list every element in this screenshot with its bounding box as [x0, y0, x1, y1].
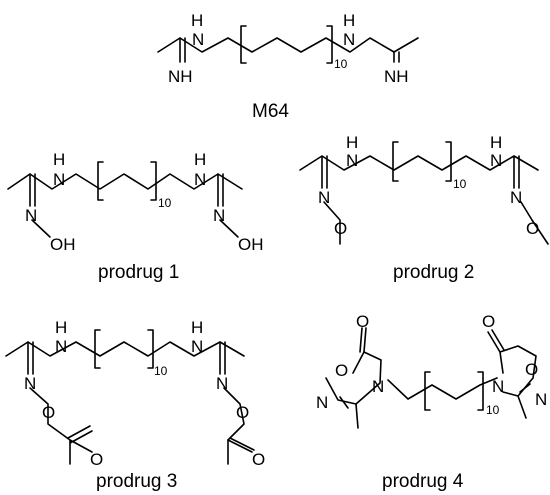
p1-oxime-n-left: N — [25, 206, 37, 225]
structure-prodrug-4: O O N N O O N N 10 prodrug 4 — [316, 312, 547, 492]
m64-nh-right-h: H — [343, 11, 355, 30]
p1-hydroxyl-left: OH — [50, 235, 76, 254]
m64-imine-right: NH — [384, 67, 409, 86]
label-prodrug-3: prodrug 3 — [96, 471, 177, 492]
p4-carbonyl-o-left: O — [356, 312, 369, 331]
m64-nh-left-h: H — [191, 11, 203, 30]
p4-ring-o-left: O — [335, 361, 348, 380]
label-m64: M64 — [252, 101, 289, 122]
p1-nh-left-h: H — [53, 150, 65, 169]
p3-oxime-n-left: N — [24, 374, 36, 393]
p4-ring-n4-left: N — [372, 377, 384, 396]
p1-repeat-count: 10 — [158, 196, 172, 210]
p1-oxime-n-right: N — [213, 206, 225, 225]
structure-m64: H N H N NH NH 10 M64 — [157, 11, 419, 122]
label-prodrug-2: prodrug 2 — [393, 262, 474, 283]
p3-carbonyl-o-left: O — [90, 450, 103, 469]
label-prodrug-1: prodrug 1 — [98, 262, 179, 283]
p2-nh-right-n: N — [490, 151, 502, 170]
m64-repeat-count: 10 — [334, 57, 348, 71]
p2-nh-right-h: H — [490, 133, 502, 152]
p3-repeat-count: 10 — [154, 364, 168, 378]
p3-carbonyl-o-right: O — [252, 450, 265, 469]
p1-nh-left-n: N — [53, 170, 65, 189]
structure-prodrug-1: H N H N N OH N OH 10 prodrug 1 — [7, 150, 264, 283]
p2-oxime-n-left: N — [318, 188, 330, 207]
p2-ether-o-right: O — [526, 219, 539, 238]
p3-nh-right-n: N — [191, 337, 203, 356]
p2-oxime-n-right: N — [510, 188, 522, 207]
p4-ring-o-right: O — [525, 360, 538, 379]
p4-ring-n-right: N — [535, 390, 547, 409]
label-prodrug-4: prodrug 4 — [382, 471, 464, 492]
p1-nh-right-h: H — [194, 150, 206, 169]
m64-nh-left-n: N — [192, 30, 204, 49]
p3-nh-left-n: N — [55, 337, 67, 356]
m64-nh-right-n: N — [343, 30, 355, 49]
p4-repeat-count: 10 — [486, 403, 500, 417]
p3-ester-o-left: O — [42, 403, 55, 422]
p3-nh-right-h: H — [191, 318, 203, 337]
p1-hydroxyl-right: OH — [238, 235, 264, 254]
structure-prodrug-3: H N H N N O O N O O 10 prodrug 3 — [5, 318, 265, 492]
p3-ester-o-right: O — [236, 403, 249, 422]
p4-carbonyl-o-right: O — [482, 312, 495, 331]
p4-ring-n-left: N — [316, 393, 328, 412]
m64-imine-left: NH — [168, 67, 193, 86]
structure-prodrug-2: H N H N N O N O 10 prodrug 2 — [299, 133, 549, 283]
p1-nh-right-n: N — [194, 170, 206, 189]
p3-nh-left-h: H — [55, 318, 67, 337]
p2-nh-left-n: N — [346, 151, 358, 170]
p3-oxime-n-right: N — [216, 374, 228, 393]
p4-ring-n4-right: N — [492, 377, 504, 396]
p2-ether-o-left: O — [334, 219, 347, 238]
p2-nh-left-h: H — [346, 133, 358, 152]
p2-repeat-count: 10 — [453, 177, 467, 191]
